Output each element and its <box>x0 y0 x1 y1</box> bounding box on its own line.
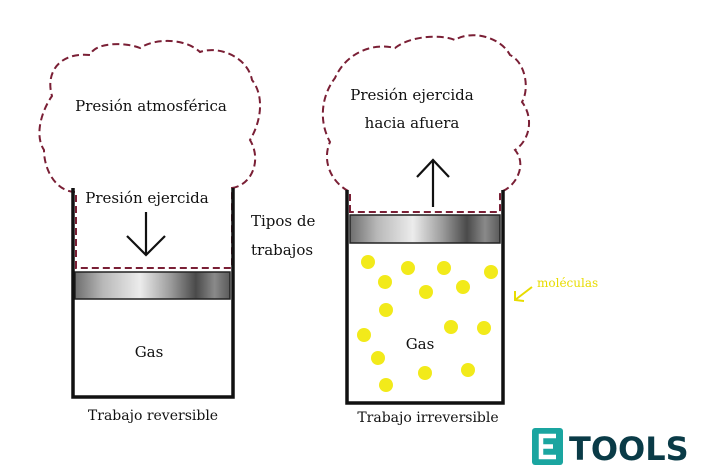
right-gas-label: Gas <box>406 335 435 353</box>
molecule <box>419 285 433 299</box>
left-cylinder <box>71 188 235 399</box>
molecule <box>461 363 475 377</box>
left-panel: Presión atmosférica Presión ejercida Gas… <box>38 39 262 424</box>
molecule <box>379 378 393 392</box>
molecule <box>456 280 470 294</box>
molecule <box>484 265 498 279</box>
work-types-title: Tipos de trabajos <box>251 212 316 259</box>
e-tools-logo: TOOLS <box>532 428 689 468</box>
e-tools-logo-icon <box>532 428 563 465</box>
work-types-line1: Tipos de <box>251 212 316 230</box>
left-caption: Trabajo reversible <box>88 408 218 424</box>
molecule <box>444 320 458 334</box>
molecule <box>379 303 393 317</box>
molecule <box>477 321 491 335</box>
right-caption: Trabajo irreversible <box>357 410 498 426</box>
left-gas-label: Gas <box>135 343 164 361</box>
molecule <box>378 275 392 289</box>
outward-pressure-label-line2: hacia afuera <box>365 114 460 132</box>
logo-text: TOOLS <box>569 430 689 468</box>
piston <box>74 271 231 300</box>
down-arrow-icon <box>126 212 166 257</box>
exerted-pressure-label: Presión ejercida <box>85 189 208 207</box>
molecule <box>418 366 432 380</box>
molecule <box>437 261 451 275</box>
outward-pressure-label-line1: Presión ejercida <box>350 86 473 104</box>
outward-pressure-cloud <box>321 34 531 213</box>
molecules-label: moléculas <box>537 276 598 290</box>
atmospheric-pressure-label: Presión atmosférica <box>75 97 227 115</box>
molecule <box>361 255 375 269</box>
work-types-line2: trabajos <box>251 241 313 259</box>
molecule <box>371 351 385 365</box>
molecule <box>357 328 371 342</box>
right-cylinder <box>345 190 505 405</box>
molecule <box>401 261 415 275</box>
up-arrow-icon <box>416 158 450 207</box>
molecules-pointer-arrow-icon <box>514 286 533 302</box>
gas-molecules <box>357 255 498 392</box>
right-panel: Presión ejercida hacia afuera Gas mo <box>321 34 598 426</box>
piston-right <box>349 214 501 244</box>
atmospheric-pressure-cloud <box>38 39 262 269</box>
